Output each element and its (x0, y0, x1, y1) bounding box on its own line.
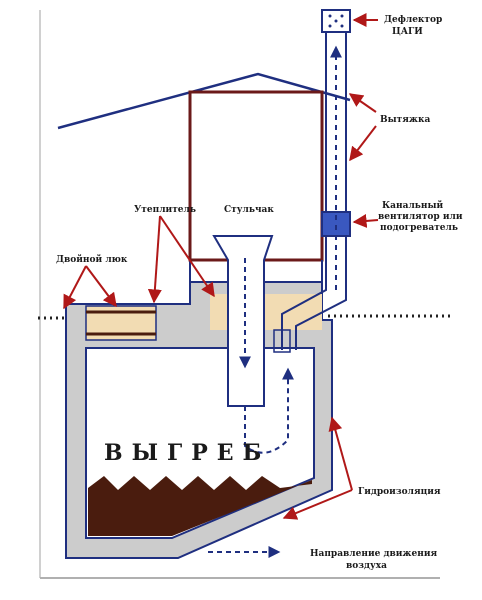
insulation-layer (210, 294, 322, 330)
label-exhaust: Вытяжка (380, 115, 430, 125)
waste-layer (88, 476, 312, 536)
airflow-in-pit (244, 367, 294, 454)
pointer-waterproofing-2 (282, 489, 353, 520)
toilet-seat-funnel (212, 235, 274, 407)
pointer-fan (352, 213, 379, 228)
ventilation-pipe (281, 32, 347, 350)
pointer-insulation-1 (147, 215, 162, 304)
label-insulation: Утеплитель (134, 205, 196, 215)
pointer-exhaust-top (348, 93, 377, 113)
pointer-waterproofing-1 (328, 416, 353, 491)
label-pit: ВЫГРЕБ (104, 440, 270, 466)
label-airflow-2: воздуха (346, 561, 387, 571)
outhouse-cabin (188, 90, 324, 262)
label-deflector-2: ЦАГИ (392, 27, 423, 37)
pointer-exhaust-bottom (349, 125, 377, 162)
label-seat: Стульчак (224, 205, 274, 215)
label-waterproofing: Гидроизоляция (358, 487, 441, 497)
pointer-insulation-2 (159, 215, 215, 298)
deflector-dot-3 (334, 19, 338, 23)
deflector-dot-1 (328, 14, 332, 18)
label-deflector-1: Дефлектор (384, 15, 442, 25)
label-airflow-1: Направление движения (310, 549, 437, 559)
pipe-inlet (273, 329, 291, 353)
roof (57, 72, 351, 130)
label-fan-2: вентилятор или (378, 212, 463, 222)
pointer-hatch-2 (63, 265, 87, 310)
deflector-dot-4 (328, 24, 332, 28)
label-double-hatch: Двойной люк (56, 254, 128, 265)
pointer-hatch-1 (85, 265, 117, 308)
deflector-dot-5 (340, 24, 344, 28)
deflector-dot-2 (340, 14, 344, 18)
label-fan-1: Канальный (382, 200, 444, 211)
label-fan-3: подогреватель (380, 223, 458, 233)
